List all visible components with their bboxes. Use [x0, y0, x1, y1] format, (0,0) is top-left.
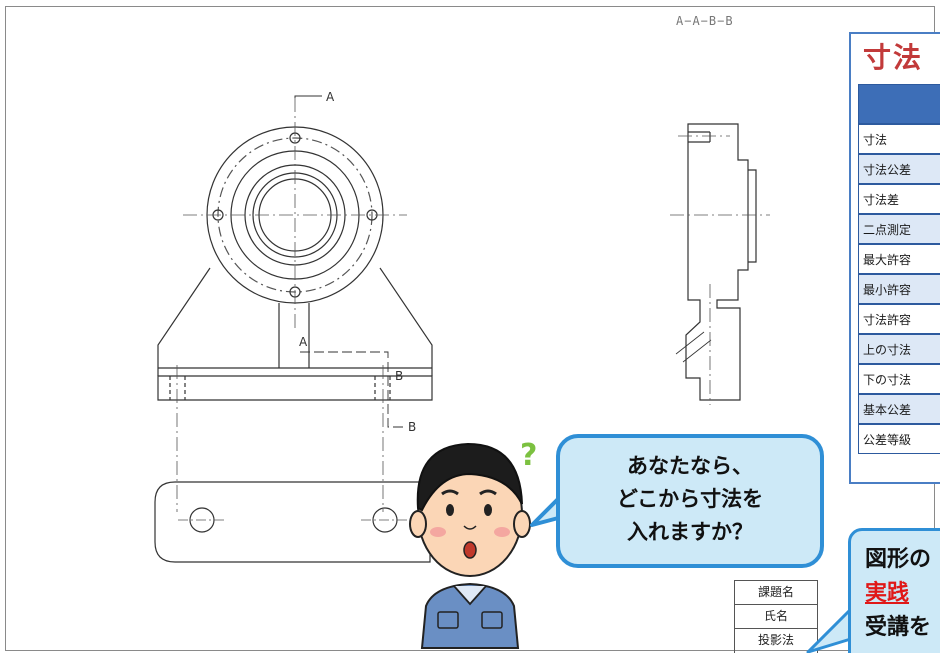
title-block-divider [817, 580, 818, 653]
side-view-bolt [688, 131, 711, 143]
support-body-right [379, 267, 433, 376]
support-body-left [157, 267, 211, 376]
terms-table: 寸法 寸法公差 寸法差 二点測定 最大許容 最小許容 寸法許容 上の寸法 下の寸… [858, 84, 940, 454]
rib [278, 303, 310, 368]
title-block-task-name: 課題名 [735, 580, 817, 604]
speech-line: 入れますか？ [627, 520, 753, 544]
terms-row: 公差等級 [858, 424, 940, 454]
terms-row: 寸法許容 [858, 304, 940, 334]
terms-row: 寸法公差 [858, 154, 940, 184]
cut-label-a-top: A [326, 90, 335, 104]
title-block-name: 氏名 [735, 604, 817, 628]
question-mark: ? [520, 438, 538, 473]
terms-row: 寸法 [858, 124, 940, 154]
cut-label-b-top: B [395, 369, 403, 383]
speech-bubble-text: あなたなら、 どこから寸法を 入れますか？ [560, 450, 820, 549]
terms-row: 最小許容 [858, 274, 940, 304]
plan-view-outline [154, 481, 431, 563]
callout-line-highlight: 実践 [865, 581, 910, 606]
side-view-body [685, 123, 749, 401]
course-callout: 図形の 実践 受講を [848, 528, 940, 653]
base-hole-right [374, 376, 391, 400]
callout-line: 図形の [865, 547, 932, 572]
title-block: 課題名 氏名 投影法 [734, 580, 855, 653]
section-view-label: A−A−B−B [676, 14, 734, 28]
terms-row: 二点測定 [858, 214, 940, 244]
callout-line: 受講を [865, 615, 932, 640]
cut-line-b [300, 351, 405, 428]
base-hole-left [169, 376, 186, 400]
callout-tail [806, 604, 856, 653]
terms-table-header [858, 84, 940, 124]
terms-row: 寸法差 [858, 184, 940, 214]
cut-label-a-mid: A [299, 335, 308, 349]
terms-row: 最大許容 [858, 244, 940, 274]
cut-line-a [294, 95, 322, 98]
terms-panel: 寸法 寸法 寸法公差 寸法差 二点測定 最大許容 最小許容 寸法許容 上の寸法 … [849, 32, 940, 484]
side-view-flange [748, 169, 757, 263]
speech-bubble: あなたなら、 どこから寸法を 入れますか？ [556, 434, 824, 568]
speech-line: どこから寸法を [616, 487, 764, 511]
terms-row: 下の寸法 [858, 364, 940, 394]
speech-line: あなたなら、 [627, 454, 753, 478]
base-plate [157, 367, 433, 401]
terms-row: 基本公差 [858, 394, 940, 424]
worker-illustration [409, 442, 531, 649]
terms-title: 寸法 [863, 41, 924, 74]
terms-row: 上の寸法 [858, 334, 940, 364]
side-view-hatch [675, 331, 712, 363]
title-block-projection: 投影法 [735, 628, 817, 652]
cut-label-b-side: B [408, 420, 416, 434]
speech-bubble-tail [530, 495, 563, 527]
